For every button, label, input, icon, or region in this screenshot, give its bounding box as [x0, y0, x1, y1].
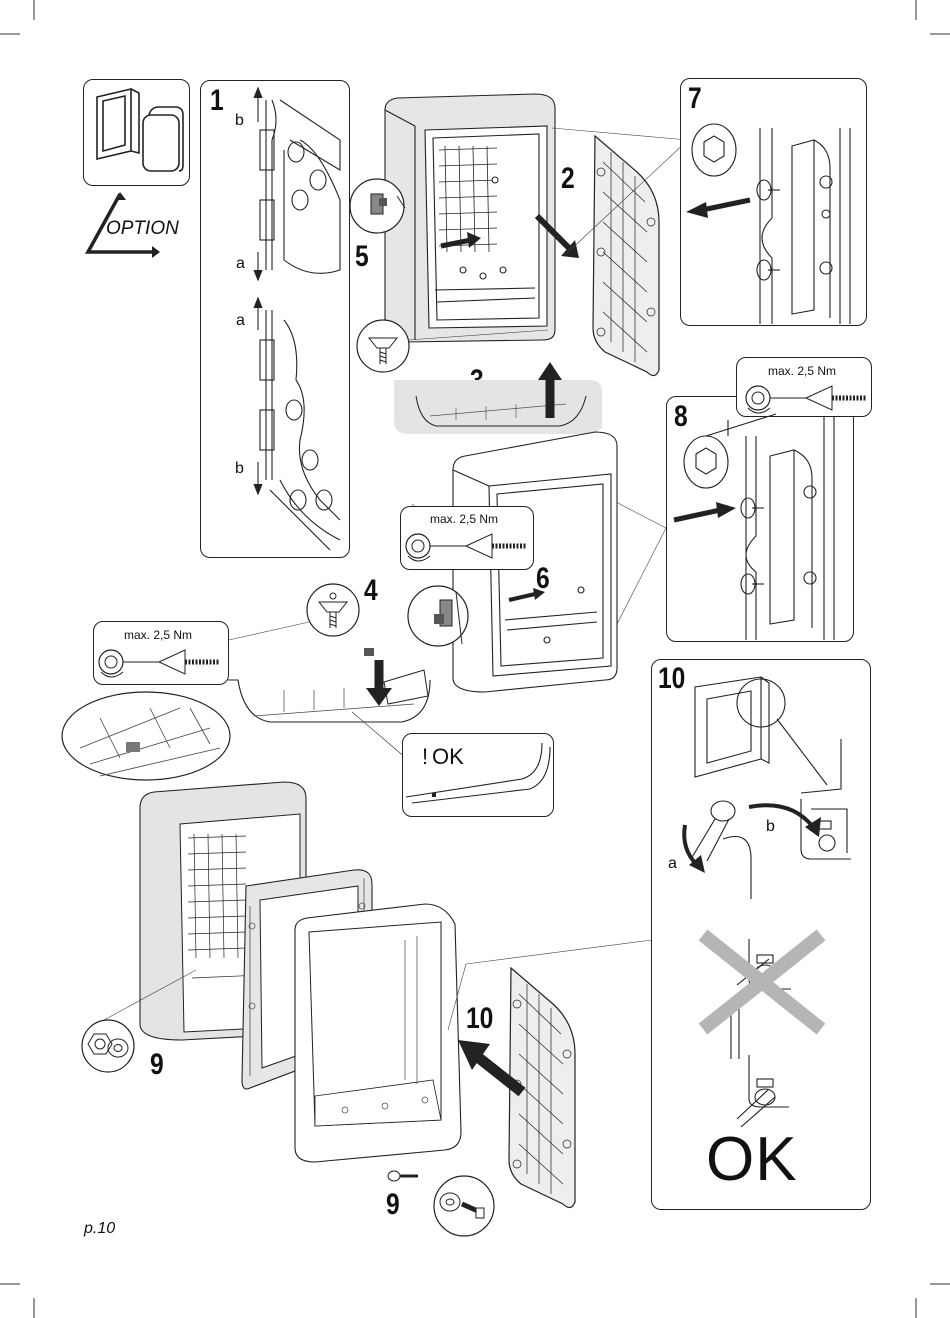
step10-ok-large: OK [706, 1124, 798, 1195]
step10-label-b: b [766, 818, 775, 836]
page-number: p.10 [84, 1220, 115, 1238]
step10-label-a: a [668, 855, 677, 873]
